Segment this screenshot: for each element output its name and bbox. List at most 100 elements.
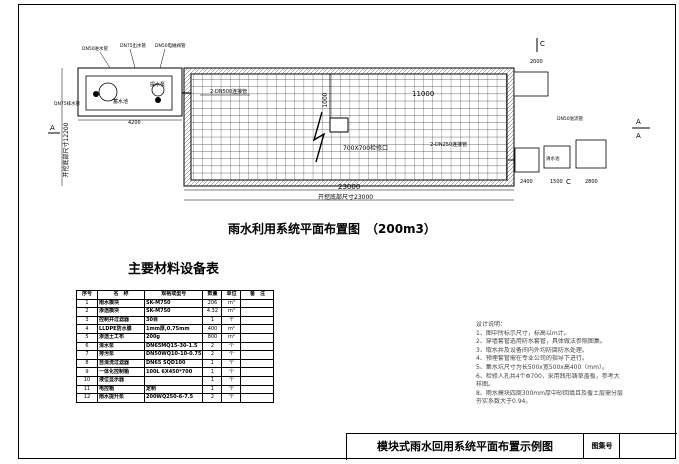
dim-2800: 2800: [585, 179, 598, 185]
table-cell: 1: [202, 384, 223, 395]
table-cell: 200WQ250-6-7.5: [143, 393, 204, 403]
table-cell: 个: [221, 341, 242, 352]
table-cell: 清水泵: [97, 341, 145, 352]
table-cell: [240, 324, 275, 334]
header-name: 名 称: [97, 290, 145, 300]
pipe-label-1: 2-DN500连接管: [210, 88, 247, 95]
table-cell: 2: [76, 307, 98, 317]
table-cell: 7: [76, 350, 98, 360]
table-cell: 定制: [143, 384, 204, 395]
section-c-top: C: [540, 40, 545, 48]
table-cell: 800: [202, 332, 223, 343]
table-cell: [240, 315, 275, 326]
dim-total: 23000: [338, 183, 360, 191]
design-notes: 设计说明： 1、图中所标示尺寸，标高以m计。 2、穿墙套管选用防水套管，具体做法…: [476, 321, 666, 407]
header-unit: 单位: [221, 290, 242, 300]
table-cell: 个: [221, 367, 242, 377]
table-cell: 1: [202, 315, 223, 326]
table-cell: [240, 384, 275, 395]
atlas-number-label: 图集号: [585, 434, 620, 458]
tag-left: DN75排水管: [54, 100, 81, 107]
table-cell: [240, 393, 275, 403]
table-cell: 5: [76, 332, 98, 343]
table-cell: 9: [76, 367, 98, 377]
table-cell: [240, 307, 275, 317]
table-cell: 12: [76, 393, 98, 403]
table-cell: 个: [221, 393, 242, 403]
tag-3: DN50电磁阀管: [155, 42, 186, 49]
header-note: 备 注: [240, 290, 275, 300]
inspection-label: 700X700检修口: [343, 144, 388, 152]
table-cell: 自清洗过滤器: [97, 358, 145, 369]
table-cell: m³: [221, 298, 242, 309]
table-cell: 6: [76, 341, 98, 352]
table-cell: 个: [221, 375, 242, 386]
table-cell: 排污泵: [97, 350, 145, 360]
materials-title: 主要材料设备表: [128, 262, 220, 277]
plan-title: 雨水利用系统平面布置图 （200m3）: [228, 222, 436, 236]
dim-4200: 4200: [128, 120, 141, 126]
table-cell: 控制井过滤器: [97, 315, 145, 326]
dim-2400: 2400: [520, 179, 533, 185]
table-cell: 1mm厚,0.75mm: [143, 324, 204, 334]
dim-1000: 1000: [322, 92, 329, 107]
pump-label: 提水泵: [150, 81, 165, 88]
table-cell: m²: [221, 332, 242, 343]
svg-text:2000: 2000: [530, 59, 543, 65]
table-cell: [143, 375, 204, 386]
drawing-name: 模块式雨水回用系统平面布置示例图: [347, 434, 584, 458]
note-line: 3、取水井及设备间内外均防腐防水处理。: [476, 346, 588, 354]
pipe-label-2: 2-DN250连接管: [430, 141, 467, 148]
table-cell: 1: [202, 367, 223, 377]
tank-label: 蓄水池: [113, 98, 128, 105]
dim-length: 11000: [412, 90, 434, 98]
header-no: 序号: [76, 290, 98, 300]
title-block: 模块式雨水回用系统平面布置示例图 图集号: [346, 433, 677, 460]
note-line: 夯实系数大于0.94。: [476, 398, 532, 406]
table-cell: [240, 341, 275, 352]
sump-label: 清水池: [546, 155, 560, 162]
table-cell: 渗透模块: [97, 307, 145, 317]
table-cell: 雨水提升泵: [97, 393, 145, 403]
note-line: 2、穿墙套管选用防水套管，具体做法参照图集。: [476, 338, 606, 346]
tag-2: DN75出水管: [120, 42, 147, 49]
drawing-frame: [18, 4, 676, 459]
tank-symbol: [98, 82, 118, 102]
dim-1500: 1500: [550, 179, 563, 185]
table-cell: 电控箱: [97, 384, 145, 395]
note-line: 1、图中所标示尺寸，标高以m计。: [476, 329, 570, 337]
table-cell: 个: [221, 358, 242, 369]
table-cell: 4.32: [202, 307, 223, 317]
table-cell: DN65 SQD100: [143, 358, 204, 369]
control-well: [514, 147, 540, 173]
table-cell: 液位显示器: [97, 375, 145, 386]
header-qty: 数量: [202, 290, 223, 300]
table-cell: DN50WQ10-10-0.75: [143, 350, 204, 360]
table-cell: 1: [76, 298, 98, 309]
right-sump: [513, 71, 549, 97]
table-cell: SK-M750: [143, 298, 204, 309]
table-cell: 4: [76, 324, 98, 334]
table-cell: 1: [202, 358, 223, 369]
table-cell: 200g: [143, 332, 204, 343]
table-cell: 渗透土工布: [97, 332, 145, 343]
table-cell: 10: [76, 375, 98, 386]
dim-excavation: 开挖底部尺寸23000: [318, 193, 373, 201]
note-line: 设计说明：: [476, 321, 507, 328]
table-cell: 8: [76, 358, 98, 369]
note-line: 样图。: [476, 381, 495, 389]
section-c-bottom: C: [566, 178, 571, 186]
table-cell: SK-M750: [143, 307, 204, 317]
table-cell: [240, 350, 275, 360]
table-cell: [240, 358, 275, 369]
table-cell: 3: [76, 315, 98, 326]
note-line: 4、预埋套管需在专业公司的指导下进行。: [476, 355, 588, 363]
table-cell: DN65MQ15-30-1.5: [143, 341, 204, 352]
